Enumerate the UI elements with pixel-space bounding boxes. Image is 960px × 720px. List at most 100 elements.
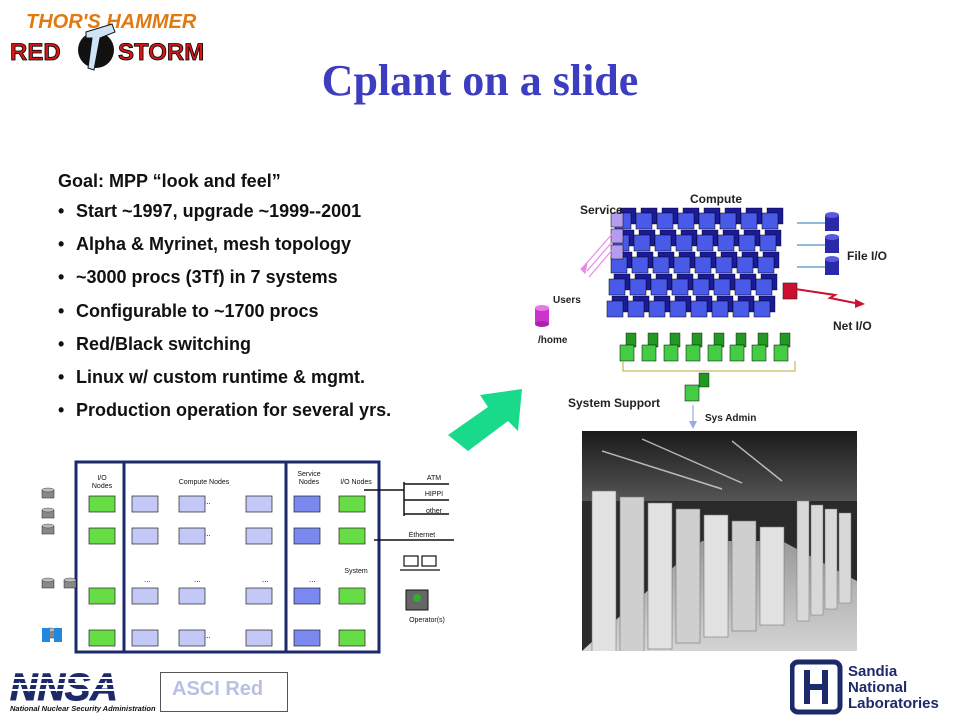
compute-node <box>245 495 273 513</box>
compute-node <box>713 278 731 296</box>
service-column <box>610 212 624 260</box>
home-label: /home <box>538 335 568 346</box>
compute-node <box>690 300 708 318</box>
compute-node <box>759 234 777 252</box>
service-node <box>293 527 321 545</box>
asci-red-box <box>160 672 288 712</box>
bullet-list: Start ~1997, upgrade ~1999--2001 Alpha &… <box>58 200 478 421</box>
compute-node <box>673 256 691 274</box>
net-io-label: Net I/O <box>833 319 872 333</box>
compute-node <box>654 234 672 252</box>
ellipsis-text: ... <box>204 529 211 538</box>
file-io-disks <box>797 212 839 275</box>
compute-node <box>131 527 159 545</box>
compute-node <box>740 212 758 230</box>
users-label: Users <box>553 295 581 306</box>
support-node <box>729 344 745 362</box>
system-support-nodes <box>619 332 796 402</box>
hippi-label: HIPPI <box>425 491 443 498</box>
server-cabinet <box>675 508 701 644</box>
service-node <box>293 495 321 513</box>
compute-node <box>761 212 779 230</box>
machine-room-photo <box>582 431 857 651</box>
server-cabinet <box>838 512 852 604</box>
network-bus <box>364 482 454 541</box>
support-node <box>641 344 657 362</box>
service-node <box>610 244 624 260</box>
operators-label: Operator(s) <box>409 617 445 624</box>
nnsa-caption: National Nuclear Security Administration <box>10 704 156 713</box>
io-node <box>88 495 116 513</box>
logo-top-text: THOR'S HAMMER <box>26 11 197 33</box>
bullet-item: ~3000 procs (3Tf) in 7 systems <box>58 266 478 288</box>
compute-node <box>732 300 750 318</box>
compute-node <box>245 587 273 605</box>
file-io-disk <box>825 237 839 253</box>
compute-node <box>715 256 733 274</box>
io-frame-left <box>74 460 126 654</box>
sandia-logo: Sandia National Laboratories <box>790 659 939 715</box>
server-cabinet <box>731 520 757 632</box>
compute-node <box>717 234 735 252</box>
compute-node <box>627 300 645 318</box>
compute-node <box>633 234 651 252</box>
service-label: Service <box>580 203 623 217</box>
workstation-icons <box>400 555 440 571</box>
compute-node <box>178 495 206 513</box>
compute-node <box>738 234 756 252</box>
slide-title: Cplant on a slide <box>321 56 639 105</box>
compute-node <box>736 256 754 274</box>
compute-node <box>648 300 666 318</box>
server-cabinet <box>810 504 824 616</box>
service-node <box>610 212 624 228</box>
compute-node <box>131 587 159 605</box>
thors-hammer-red-storm-logo: THOR'S HAMMER RED STORM <box>10 11 205 71</box>
io-nodes-right-label: I/O Nodes <box>340 479 372 486</box>
system-label: System <box>344 568 368 575</box>
io-node <box>88 629 116 647</box>
compute-node <box>245 629 273 647</box>
bullet-item: Linux w/ custom runtime & mgmt. <box>58 366 478 388</box>
compute-node <box>656 212 674 230</box>
compute-node <box>131 495 159 513</box>
support-node <box>619 344 635 362</box>
support-node <box>663 344 679 362</box>
server-cabinet <box>703 514 729 638</box>
compute-node <box>755 278 773 296</box>
bullet-item: Start ~1997, upgrade ~1999--2001 <box>58 200 478 222</box>
io-node <box>88 527 116 545</box>
io-node <box>338 495 366 513</box>
io-node <box>88 587 116 605</box>
io-node <box>338 629 366 647</box>
server-cabinet <box>796 500 810 622</box>
compute-node <box>669 300 687 318</box>
sandia-thunderbird-icon <box>790 659 843 715</box>
server-cabinet <box>759 526 785 626</box>
compute-node <box>675 234 693 252</box>
compute-node <box>245 527 273 545</box>
support-node <box>751 344 767 362</box>
compute-node <box>692 278 710 296</box>
ellipsis-text: ... <box>194 575 201 584</box>
main-frame <box>122 460 381 654</box>
asci-disks <box>41 487 77 642</box>
compute-node <box>610 256 628 274</box>
support-node <box>685 344 701 362</box>
compute-node <box>677 212 695 230</box>
support-node <box>707 344 723 362</box>
compute-node <box>694 256 712 274</box>
compute-node <box>696 234 714 252</box>
atm-label: ATM <box>427 475 441 482</box>
file-io-label: File I/O <box>847 249 887 263</box>
tape-icon <box>42 628 50 642</box>
compute-node <box>757 256 775 274</box>
asci-red-label: ASCI Red <box>172 678 264 700</box>
compute-grid <box>606 207 784 318</box>
file-io-disk <box>825 259 839 275</box>
io-node <box>338 527 366 545</box>
compute-node <box>629 278 647 296</box>
compute-node <box>178 629 206 647</box>
